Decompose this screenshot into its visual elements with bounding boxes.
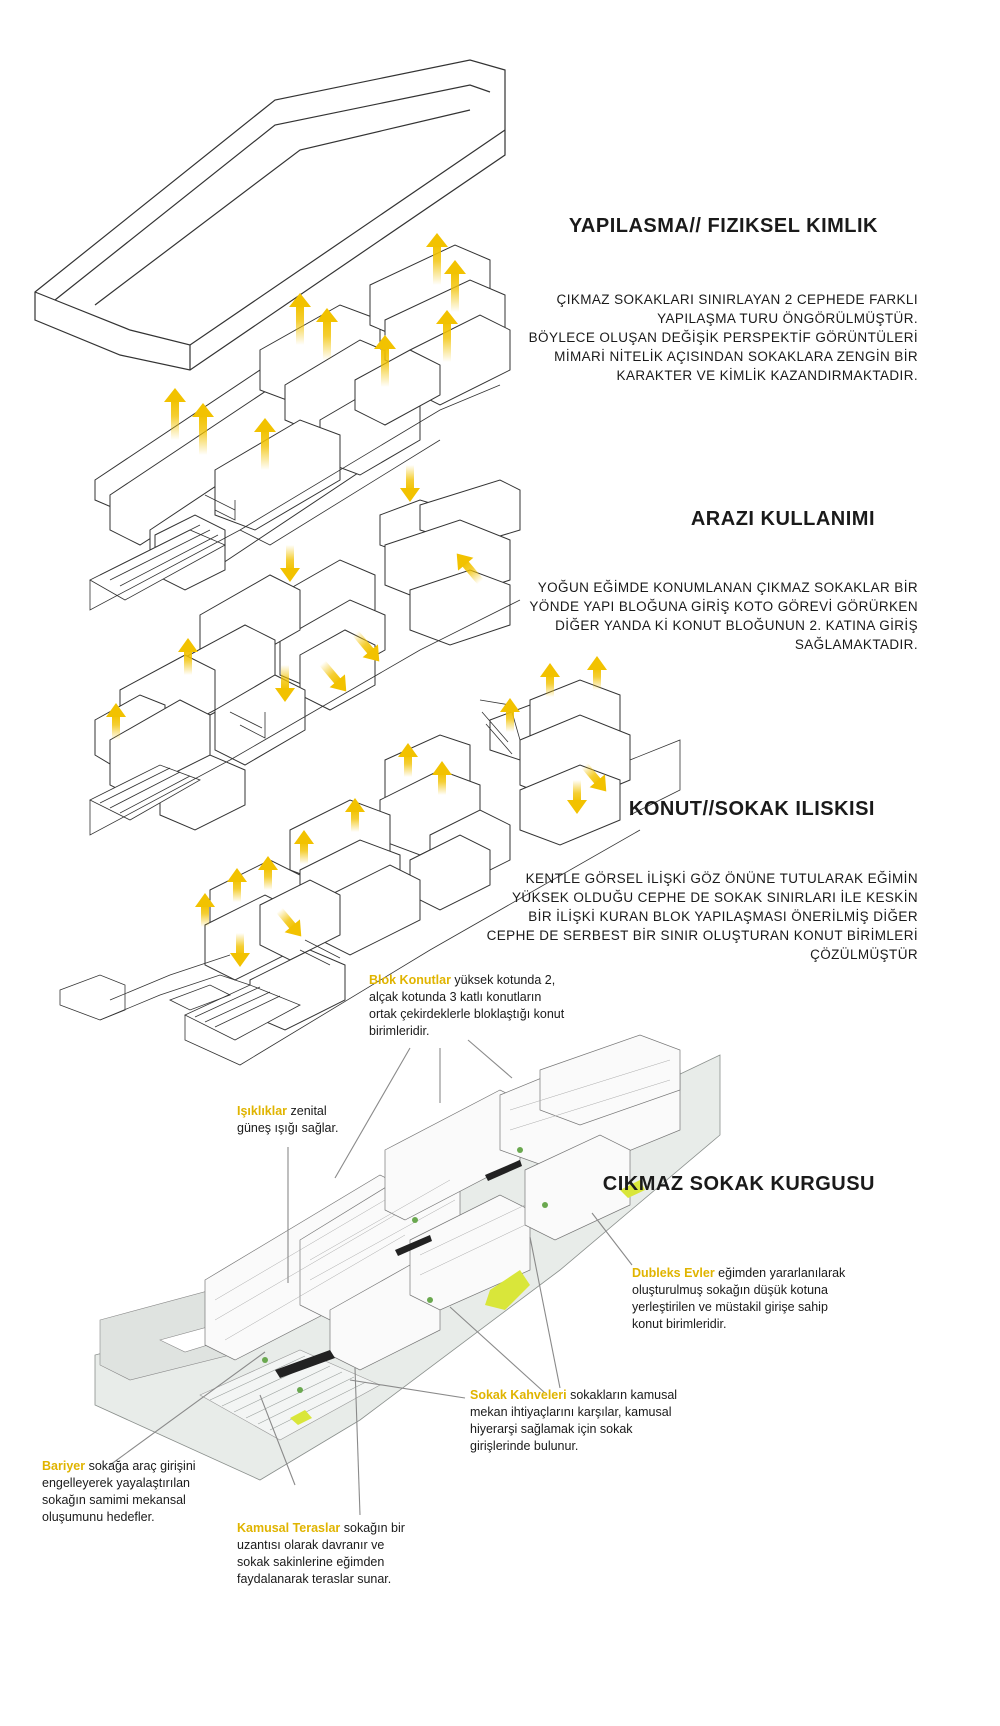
section-heading-konut: KONUT//SOKAK ILISKISI <box>628 798 875 820</box>
annotation-dubleks-evler: Dubleks Evler eğimden yararlanılarak olu… <box>632 1266 846 1331</box>
section-text-yapilasma: ÇIKMAZ SOKAKLARI SINIRLAYAN 2 CEPHEDE FA… <box>528 292 918 383</box>
section-heading-cikmaz: CIKMAZ SOKAK KURGUSU <box>602 1173 875 1195</box>
leader-lines <box>109 1039 633 1516</box>
annotation-isikliklar: Işıklıklar zenital güneş ışığı sağlar. <box>237 1104 339 1135</box>
stairs-layer-1 <box>89 384 501 611</box>
street-render <box>94 1034 721 1481</box>
arrows-layer-3 <box>195 656 607 967</box>
section-heading-arazi: ARAZI KULLANIMI <box>690 508 875 530</box>
annotation-kamusal-teraslar: Kamusal Teraslar sokağın bir uzantısı ol… <box>237 1521 405 1586</box>
arrows-layer-1 <box>164 233 466 470</box>
annotation-blok-konutlar: Blok Konutlar yüksek kotunda 2, alçak ko… <box>369 973 565 1038</box>
annotation-sokak-kahveleri: Sokak Kahveleri sokakların kamusal mekan… <box>470 1388 678 1453</box>
annotation-bariyer: Bariyer sokağa araç girişini engelleyere… <box>42 1459 196 1524</box>
stairs-layer-3 <box>59 699 681 1066</box>
stairs-layer-2 <box>89 599 521 836</box>
section-text-arazi: YOĞUN EĞİMDE KONUMLANAN ÇIKMAZ SOKAKLAR … <box>529 580 918 652</box>
arrows-layer-2 <box>106 465 484 740</box>
section-text-konut: KENTLE GÖRSEL İLİŞKİ GÖZ ÖNÜNE TUTULARAK… <box>486 871 918 962</box>
massing-layer-3 <box>204 679 631 1031</box>
terrain-layer <box>34 59 506 371</box>
section-heading-yapilasma: YAPILASMA// FIZIKSEL KIMLIK <box>568 215 878 237</box>
